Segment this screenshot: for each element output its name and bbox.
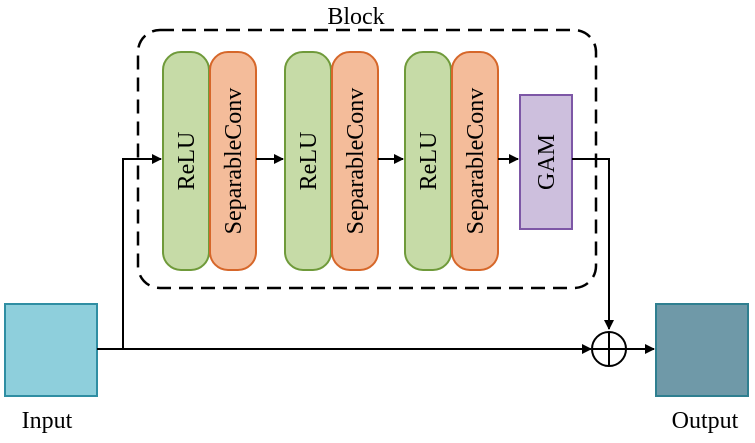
separableconv-box-2 <box>331 51 379 271</box>
separableconv-box-3 <box>451 51 499 271</box>
output-label: Output <box>672 408 739 434</box>
arrow-input-to-block <box>97 154 162 350</box>
add-operator-icon <box>591 331 627 367</box>
relu-label-3: ReLU <box>416 132 442 191</box>
separableconv-box-1 <box>209 51 257 271</box>
input-box <box>4 303 98 397</box>
arrow-gam-to-add <box>572 158 614 330</box>
gam-label: GAM <box>534 134 560 190</box>
relu-label-2: ReLU <box>296 132 322 191</box>
separableconv-label-2: SeparableConv <box>343 88 369 235</box>
relu-label-1: ReLU <box>174 132 200 191</box>
separableconv-label-1: SeparableConv <box>221 88 247 235</box>
output-box <box>655 303 749 397</box>
separableconv-label-3: SeparableConv <box>463 88 489 235</box>
block-label: Block <box>327 4 384 30</box>
gam-box <box>519 94 573 230</box>
input-label: Input <box>22 408 73 434</box>
